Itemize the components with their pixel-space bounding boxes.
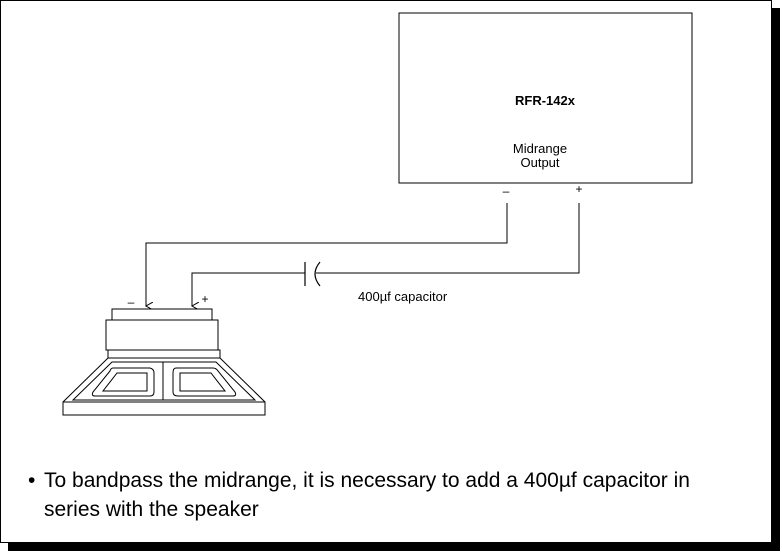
capacitor-label: 400µf capacitor bbox=[358, 289, 448, 304]
output-label-line1: Midrange bbox=[513, 141, 567, 156]
caption-bullet: • bbox=[28, 469, 36, 492]
device-name: RFR-142x bbox=[515, 93, 576, 108]
frame-shadow-right bbox=[772, 8, 780, 551]
speaker-minus-label: – bbox=[128, 295, 135, 309]
frame-shadow-bottom bbox=[8, 543, 780, 551]
speaker-plus-label: + bbox=[201, 292, 208, 306]
output-label-line2: Output bbox=[520, 155, 559, 170]
amp-plus-label: + bbox=[575, 182, 582, 196]
capacitor-symbol bbox=[304, 261, 321, 287]
positive-wire-speaker-side bbox=[192, 272, 305, 306]
speaker-drawing bbox=[62, 308, 266, 416]
caption-text: To bandpass the midrange, it is necessar… bbox=[44, 469, 690, 521]
amp-minus-label: – bbox=[503, 184, 510, 198]
positive-wire-amp-side bbox=[316, 203, 580, 274]
caption: • To bandpass the midrange, it is necess… bbox=[28, 466, 748, 524]
negative-wire bbox=[146, 203, 508, 306]
amplifier-box bbox=[398, 12, 693, 184]
